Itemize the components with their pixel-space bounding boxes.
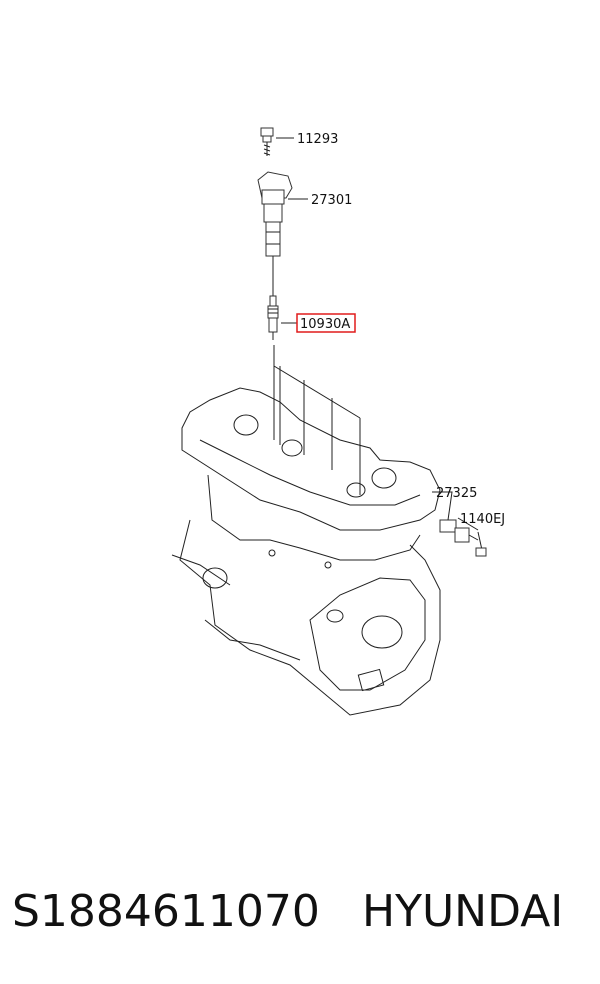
callout-coil-label: 27301 bbox=[311, 193, 352, 208]
spark-plug-part bbox=[267, 295, 279, 340]
engine-block bbox=[171, 387, 441, 716]
part-number: S1884611070 bbox=[12, 886, 320, 937]
ignition-coil-part bbox=[257, 171, 293, 296]
callout-sensor-bolt-label: 1140EJ bbox=[460, 512, 505, 527]
callout-sensor-label: 27325 bbox=[436, 486, 477, 501]
sensor-part bbox=[439, 519, 479, 543]
highlight-box bbox=[296, 313, 356, 333]
sensor-bolt-part bbox=[475, 531, 487, 557]
parts-diagram: 11293 27301 10930A 27325 1140EJ bbox=[171, 127, 505, 716]
callout-plug-label: 10930A bbox=[300, 317, 350, 332]
brand-name: HYUNDAI bbox=[362, 886, 564, 937]
callout-bolt-label: 11293 bbox=[297, 132, 338, 147]
part-caption: S1884611070 HYUNDAI bbox=[0, 872, 600, 952]
bolt-part bbox=[260, 127, 274, 156]
